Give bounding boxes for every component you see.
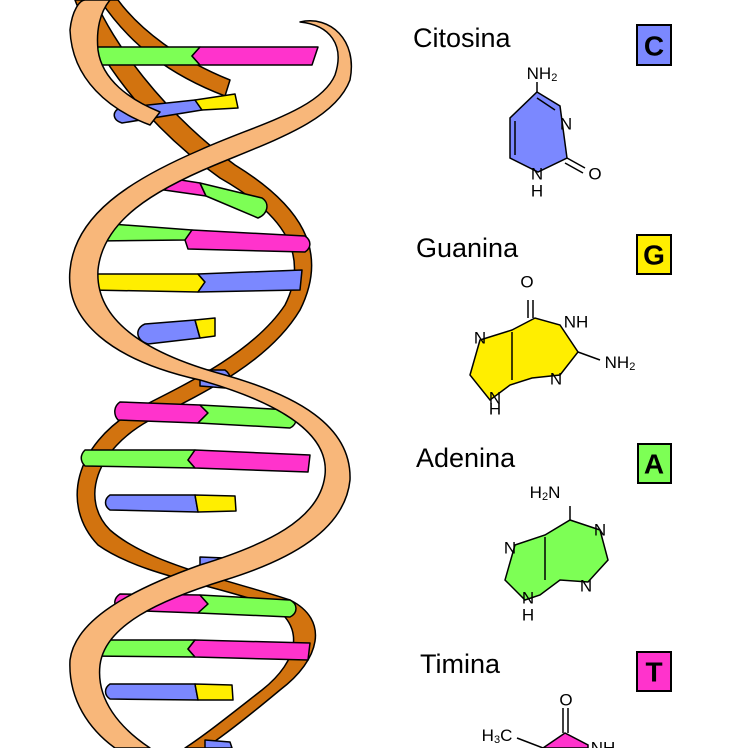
dna-backbone-front-top bbox=[69, 0, 161, 126]
rung-guanine bbox=[194, 683, 234, 701]
guanine-ring bbox=[469, 317, 579, 402]
adenine-name: Adenina bbox=[416, 443, 516, 473]
rung-cytosine bbox=[137, 319, 201, 345]
rung-thymine bbox=[187, 639, 311, 661]
base-pair-rungs bbox=[80, 46, 319, 748]
rung-guanine bbox=[194, 494, 237, 513]
cytosine-letter: C bbox=[644, 31, 664, 62]
cytosine-ring bbox=[509, 91, 568, 173]
adenine-ring bbox=[504, 519, 609, 601]
rung-cytosine bbox=[204, 739, 233, 748]
guanine-letter: G bbox=[643, 240, 665, 271]
rung-thymine bbox=[114, 401, 209, 424]
rung-adenine bbox=[197, 594, 297, 618]
dna-double-helix bbox=[68, 0, 353, 748]
adenine-atom-n-left: N bbox=[504, 539, 516, 558]
cytosine-atom-n-lower: N bbox=[531, 165, 543, 184]
adenine-atom-n-lower: N bbox=[580, 577, 592, 596]
dna-backbone-back bbox=[74, 0, 317, 748]
adenine-badge bbox=[637, 443, 672, 484]
cytosine-name: Citosina bbox=[413, 23, 512, 53]
guanine-badge bbox=[636, 234, 672, 275]
rung-thymine bbox=[191, 46, 319, 66]
thymine-badge bbox=[636, 651, 672, 692]
rung-thymine bbox=[187, 449, 311, 473]
thymine-atom-nh: NH bbox=[591, 739, 616, 748]
guanine-atom-nh2: NH2 bbox=[605, 353, 636, 374]
thymine-name: Timina bbox=[420, 649, 501, 679]
rung-cytosine bbox=[197, 269, 303, 293]
rung-guanine bbox=[194, 93, 239, 111]
guanine-atom-n-left: N bbox=[474, 329, 486, 348]
rung-cytosine bbox=[104, 683, 199, 701]
cytosine-atom-o: O bbox=[588, 165, 601, 184]
adenine-atom-n-right: N bbox=[594, 521, 606, 540]
rung-guanine bbox=[194, 317, 216, 339]
cytosine-atom-h: H bbox=[531, 182, 543, 201]
guanine-atom-nh: NH bbox=[564, 313, 589, 332]
adenine-atom-h: H bbox=[522, 606, 534, 625]
rung-adenine bbox=[84, 46, 201, 66]
rung-adenine bbox=[199, 182, 268, 219]
cytosine-atom-nh2: NH2 bbox=[527, 64, 558, 85]
dna-backbone-front bbox=[68, 20, 353, 748]
thymine-atom-h3c: H3C bbox=[482, 726, 513, 747]
guanine-name: Guanina bbox=[416, 233, 519, 263]
thymine-letter: T bbox=[645, 657, 662, 688]
adenine-atom-h2n: H2N bbox=[530, 483, 561, 504]
rung-adenine bbox=[80, 449, 196, 469]
base-legend: Citosina C Guanina G Adenina A Timina T bbox=[413, 23, 672, 692]
guanine-atom-n-bottom: N bbox=[489, 389, 501, 408]
rung-thymine bbox=[184, 229, 311, 253]
guanine-atom-n-lower: N bbox=[550, 370, 562, 389]
rung-cytosine bbox=[104, 494, 199, 513]
guanine-atom-o: O bbox=[520, 273, 533, 292]
thymine-ring bbox=[541, 732, 589, 748]
cytosine-badge bbox=[636, 24, 672, 66]
rung-guanine bbox=[85, 273, 206, 293]
adenine-structure: H2N N N N N H bbox=[504, 483, 609, 625]
adenine-letter: A bbox=[644, 449, 664, 480]
guanine-atom-h: H bbox=[489, 400, 501, 419]
thymine-atom-o: O bbox=[559, 691, 572, 710]
cytosine-structure: NH2 N N H O bbox=[509, 64, 602, 201]
cytosine-atom-n: N bbox=[560, 115, 572, 134]
thymine-structure: O H3C NH bbox=[482, 691, 616, 748]
adenine-atom-n-bottom: N bbox=[522, 589, 534, 608]
guanine-structure: O NH N NH2 N N H bbox=[469, 273, 636, 419]
